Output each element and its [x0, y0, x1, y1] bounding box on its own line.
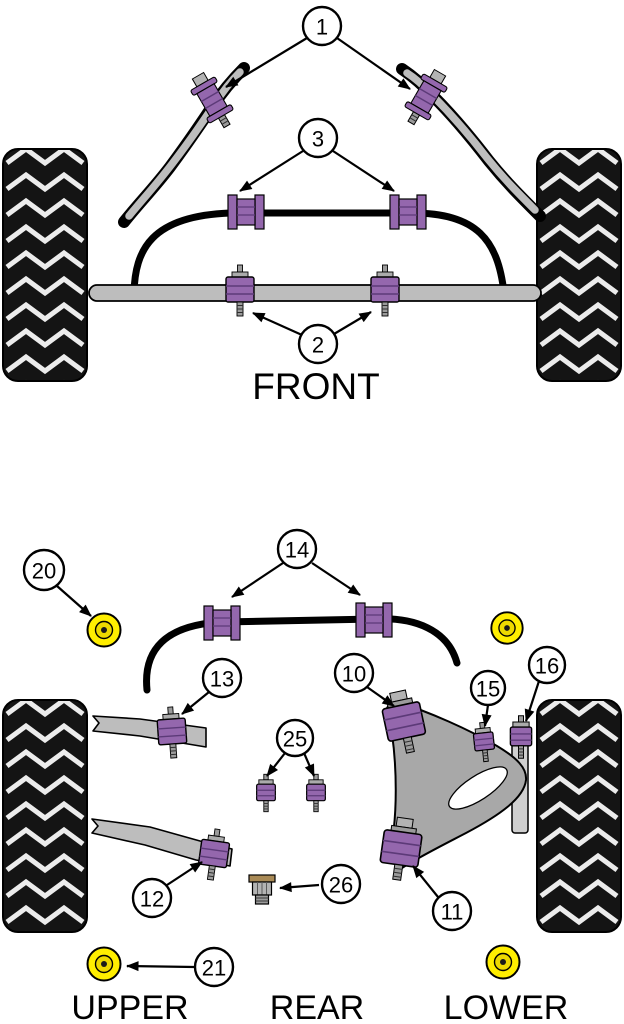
callout-3-label: 3: [312, 127, 324, 152]
arrow-11: [412, 865, 439, 898]
rear-small-bushing-25-right: [306, 773, 326, 813]
front-tire-left: [3, 149, 87, 397]
front-antiroll-bar: [130, 209, 508, 297]
callout-15: 15: [469, 669, 507, 707]
callout-14-label: 14: [285, 538, 309, 563]
rear-label-lower: LOWER: [444, 989, 569, 1024]
arrow-1-right: [336, 37, 411, 90]
rear-tire-left: [3, 700, 87, 948]
callout-1-label: 1: [316, 15, 328, 40]
callout-11: 11: [431, 890, 473, 932]
front-lower-arm-bushing-right: [370, 264, 400, 317]
callout-26-label: 26: [329, 873, 353, 898]
rear-tire-right: [537, 700, 621, 948]
rear-small-bushing-25-left: [256, 773, 276, 813]
callout-1: 1: [301, 5, 343, 47]
front-assembly: 1 3 2 FRONT: [3, 5, 621, 407]
arrow-25-left: [266, 752, 286, 777]
arrow-26: [279, 882, 320, 893]
callout-12: 12: [131, 877, 173, 919]
rear-arb-bushing-left: [203, 605, 241, 641]
arrow-2-right: [333, 311, 372, 335]
arrow-16: [524, 680, 541, 722]
arrow-25-right: [302, 752, 316, 777]
rear-antiroll-bar: [143, 615, 461, 694]
yellow-bushing-top-left: [86, 612, 122, 648]
front-arb-bushing-left: [227, 194, 265, 230]
arrow-14-left: [231, 562, 284, 598]
front-arb-bushing-right: [389, 194, 427, 230]
callout-13-label: 13: [210, 667, 234, 692]
arrow-21: [126, 961, 195, 972]
rear-control-arm-cutout: [448, 766, 508, 810]
front-lower-arm-bar: [88, 284, 542, 302]
front-label: FRONT: [252, 366, 379, 407]
callout-10: 10: [333, 652, 375, 694]
callout-16-label: 16: [535, 654, 559, 679]
callout-13: 13: [201, 657, 243, 699]
front-droplink-right: [403, 69, 539, 214]
rear-label-rear: REAR: [270, 989, 364, 1024]
arrow-14-right: [311, 562, 361, 596]
callout-3: 3: [297, 117, 339, 159]
callout-2: 2: [297, 323, 339, 365]
arrow-13: [181, 691, 210, 715]
callout-20: 20: [22, 548, 66, 592]
callout-11-label: 11: [441, 900, 464, 925]
front-lower-arm-bushing-left: [225, 264, 255, 317]
callout-26: 26: [320, 863, 362, 905]
yellow-bushing-bottom-right: [485, 944, 521, 980]
rear-mount-bushing-26: [248, 874, 276, 905]
callout-16: 16: [527, 645, 567, 685]
callout-2-label: 2: [312, 333, 324, 358]
arrow-10: [366, 686, 395, 707]
callout-20-label: 20: [32, 559, 56, 584]
rear-arb-bushing-right: [355, 602, 393, 638]
arrow-12: [166, 861, 203, 886]
callout-15-label: 15: [476, 677, 500, 702]
yellow-bushing-bottom-left: [86, 946, 122, 982]
callout-21: 21: [193, 946, 235, 988]
callout-14: 14: [276, 528, 318, 570]
rear-upper-arm: [92, 715, 207, 748]
rear-assembly: 14 20 13 10 15 16 25 12 26 11 21: [3, 528, 621, 1024]
callout-25-label: 25: [283, 727, 307, 752]
front-droplink-left: [125, 68, 244, 220]
front-tire-right: [537, 149, 621, 397]
arrow-3-left: [239, 150, 304, 192]
arrow-3-right: [332, 150, 395, 192]
yellow-bushing-top-right: [490, 611, 524, 645]
callout-12-label: 12: [140, 887, 164, 912]
rear-label-upper: UPPER: [71, 989, 188, 1024]
callout-21-label: 21: [202, 956, 226, 981]
rear-lower-arm-bushing: [195, 826, 233, 883]
arrow-20: [56, 585, 92, 617]
callout-25: 25: [275, 718, 315, 758]
callout-10-label: 10: [342, 662, 366, 687]
arrow-15: [481, 704, 492, 727]
arrow-1-left: [225, 37, 308, 88]
arrow-2-left: [252, 311, 303, 337]
